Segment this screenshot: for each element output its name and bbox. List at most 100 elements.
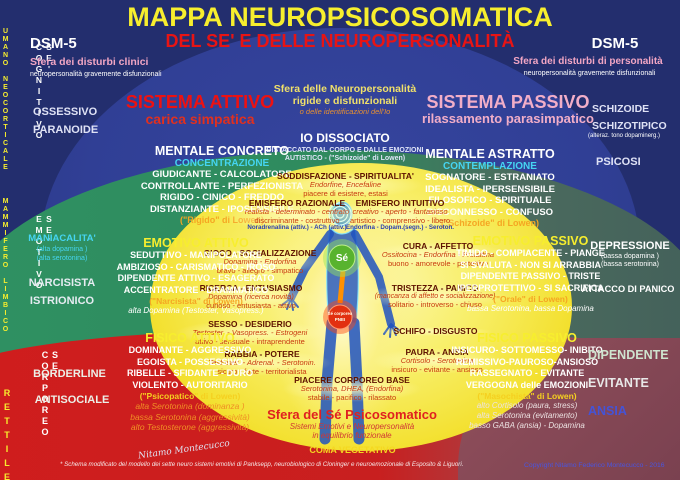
fisico-attivo-trait: DOMINANTE - AGGRESSIVO xyxy=(128,345,252,355)
disorder-dipendente: DIPENDENTE xyxy=(588,348,669,362)
disorder-evitante: EVITANTE xyxy=(588,376,649,390)
emotion-neuro: Dopamina (ricerca novità) xyxy=(208,292,294,302)
rail-rettile: RETTILE xyxy=(2,388,12,480)
emotivo-passivo-trait: DIPENDENTE PASSIVO - TRISTE xyxy=(460,271,601,281)
emotion-ricerca: RICERCA - ENTUSIASMO Dopamina (ricerca n… xyxy=(185,283,317,310)
emotion-neuro: Noradrenalina (attiv.) - ACh (attiv.) xyxy=(247,223,347,231)
block-mentale-concreto: MENTALE CONCRETO CONCENTRAZIONE GIUDICAN… xyxy=(132,144,312,225)
emotion-title: PAURA - ANSIA xyxy=(405,347,469,357)
emotion-piacere: PIACERE CORPOREO BASE Serotonina, DHEA, … xyxy=(282,375,422,402)
emotion-traits: sicuro - forte - territorialista xyxy=(217,366,307,376)
fisico-attivo-lowen: ("Psicopatico" di Lowen) xyxy=(139,391,241,401)
maniacalita-note1: (alta dopamina ) xyxy=(36,246,88,253)
mentale-concreto-keyword: CONCENTRAZIONE xyxy=(174,158,270,169)
disorder-istrionico: ISTRIONICO xyxy=(29,295,95,307)
copyright: Copyright Nitamo Federico Montecucco - 2… xyxy=(524,462,665,469)
neuro-sphere-l3: o delle identificazioni dell'Io xyxy=(299,107,391,116)
emotivo-attivo-lowen: ("Narcisista" di Lowen) xyxy=(149,296,243,306)
fisico-passivo-trait: REMISSIVO-PAUROSO-ANSIOSO xyxy=(455,356,599,367)
emotion-neuro: Dopamina - Endorfina xyxy=(223,257,297,267)
emotion-schifo: SCHIFO - DISGUSTO xyxy=(378,326,493,337)
mentale-astratto-trait: FILOSOFICO - SPIRITUALE xyxy=(428,195,552,206)
mentale-concreto-trait: DISTANZIANTE - IPOSENSIBILE xyxy=(150,203,294,215)
emotion-title: EMISFERO RAZIONALE xyxy=(248,198,346,208)
psycho-sphere-l2: in equilibrio funzionale xyxy=(312,431,392,440)
emotion-soddisfazione: SODDISFAZIONE - SPIRITUALITA' Endorfine,… xyxy=(268,171,423,198)
se-label: Sé xyxy=(336,253,349,264)
depressione-note1: (bassa dopamina ) xyxy=(601,253,659,260)
emotivo-attivo-trait: AMBIZIOSO - CARISMATICO - IROSO xyxy=(116,261,276,272)
emotivo-passivo-title: EMOTIVO PASSIVO xyxy=(472,234,589,248)
fisico-attivo-trait: VIOLENTO - AUTORITARIO xyxy=(132,379,248,390)
emotion-neuro: Endorfine, Encefaline xyxy=(309,180,382,190)
emotion-rabbia: RABBIA - POTERE Testoster. - Adrenal. - … xyxy=(192,349,332,376)
emotion-paura: PAURA - ANSIA Cortisolo - Serotonina ins… xyxy=(372,347,502,374)
rail-umano-neocorticale: UMANO NEOCORTICALE xyxy=(2,28,9,172)
disorder-maniacalita: MANIACALITA' xyxy=(28,233,96,244)
fisico-attivo-trait: RIBELLE - SFIDANTE - DURO xyxy=(127,368,253,378)
maniacalita-note2: (alta serotonina) xyxy=(36,255,88,262)
sistema-passivo-title: SISTEMA PASSIVO xyxy=(426,92,590,112)
fisico-passivo-trait: INSICURO- SOTTOMESSO- INIBITO xyxy=(451,345,603,355)
block-mentale-astratto: MENTALE ASTRATTO CONTEMPLAZIONE SOGNATOR… xyxy=(400,147,580,228)
emotion-title: SODDISFAZIONE - SPIRITUALITA' xyxy=(277,171,414,181)
emotion-title: PIACERE CORPOREO BASE xyxy=(294,375,410,385)
se-corporeo-label: Sé corporeo xyxy=(328,311,353,316)
mentale-astratto-keyword: CONTEMPLAZIONE xyxy=(443,161,537,172)
emotion-tristezza: TRISTEZZA - PANICO (mancanza di affetto … xyxy=(360,283,510,310)
mentale-concreto-trait: RIGIDO - CINICO - FREDDO xyxy=(159,192,285,203)
sistema-passivo-sub: rilassamento parasimpatico xyxy=(422,111,594,126)
page-title: MAPPA NEUROPSICOSOMATICA xyxy=(127,2,553,32)
mentale-astratto-lowen: ("Schizoide" di Lowen) xyxy=(440,218,540,228)
fisico-attivo-neuro: alta Serotonina (dominanza ) xyxy=(135,401,245,411)
dsm5-left-note: neuropersonalità gravemente disfunzional… xyxy=(30,71,162,78)
emotion-title: EMISFERO INTUITIVO xyxy=(355,198,445,208)
io-dissociato-l2: AUTISTICO - ("Schizoide" di Lowen) xyxy=(284,155,406,162)
depressione-note2: (bassa serotonina) xyxy=(601,261,659,268)
footnote: * Schema modificato del modello dei sett… xyxy=(60,461,464,468)
emotion-traits: discriminante - costruttivo xyxy=(254,215,340,225)
fisico-passivo-trait: RASSEGNATO - EVITANTE xyxy=(469,368,585,378)
emotion-title: RABBIA - POTERE xyxy=(224,349,300,359)
emotivo-attivo-trait: ACCENTRATORE - DRAMMATICO xyxy=(123,284,269,295)
emotivo-passivo-trait: IPERPROTETTIVO - SI SACRIFICA xyxy=(457,282,604,293)
emotivo-attivo-trait: DIPENDENTE ATTIVO - ESAGERATO xyxy=(117,273,275,283)
emotion-title: TRISTEZZA - PANICO xyxy=(391,283,479,293)
disorder-schizotipico-note: (alteraz. tono dopaminerg.) xyxy=(588,133,661,139)
emotion-gioco: GIOCO - SOCIALIZZAZIONE Dopamina - Endor… xyxy=(195,248,325,275)
disorder-schizotipico: SCHIZOTIPICO xyxy=(592,120,667,132)
emotivo-attivo-title: EMOTIVO ATTIVO xyxy=(143,236,249,250)
emotion-traits: buono - amorevole - protettivo xyxy=(387,258,489,268)
fisico-passivo-neuro: alta Serotonina (evitamento) xyxy=(476,411,578,420)
rail-se-emotivo: SE' EMOTIVO xyxy=(34,214,54,291)
pnei-label: PNEI xyxy=(335,317,346,322)
sistema-attivo-title: SISTEMA ATTIVO xyxy=(125,92,275,112)
emotion-neuro: Testoster. - Vasopress. - Estrogeni xyxy=(192,328,308,338)
dsm5-right-note: neuropersonalità gravemente disfunzional… xyxy=(523,70,656,77)
block-fisico-attivo: FISICO ATTIVO DOMINANTE - AGGRESSIVO EGO… xyxy=(95,331,285,433)
coma-vegetativo-label: COMA VEGETATIVO xyxy=(309,445,396,455)
block-fisico-passivo: FISICO PASSIVO INSICURO- SOTTOMESSO- INI… xyxy=(432,331,622,431)
psycho-sphere-title: Sfera del Sé Psicosomatico xyxy=(267,407,437,422)
emotion-cura: CURA - AFFETTO Ossitocina - Endorfina - … xyxy=(368,241,508,268)
mentale-astratto-trait: IDEALISTA - IPERSENSIBILE xyxy=(425,183,555,195)
emotion-emisfero-intuitivo: EMISFERO INTUITIVO creativo - aperto - f… xyxy=(330,198,470,232)
emotion-neuro: Serotonina, DHEA, (Endorfina) xyxy=(300,384,404,394)
neuro-sphere-l2: rigide e disfunzionali xyxy=(292,95,398,107)
disorder-ansia: ANSIA xyxy=(588,404,627,418)
mentale-concreto-trait: CONTROLLANTE - PERFEZIONISTA xyxy=(140,180,304,192)
se-corporeo-circle xyxy=(327,304,353,330)
emotion-traits: curioso - entusiasta - attivo xyxy=(206,300,296,310)
dsm5-right-title: DSM-5 xyxy=(591,35,639,52)
fisico-passivo-lowen: ("Masochista" di Lowen) xyxy=(477,391,577,401)
disorder-paranoide: PARANOIDE xyxy=(33,124,99,136)
fisico-passivo-trait: VERGOGNA delle EMOZIONI xyxy=(465,379,589,390)
emotion-traits: insicuro - evitante - ansioso xyxy=(391,364,483,374)
disorder-narcisista: NARCISISTA xyxy=(28,277,96,289)
fisico-attivo-neuro: bassa Serotonina (aggressività) xyxy=(130,411,250,422)
emotion-neuro: Cortisolo - Serotonina xyxy=(400,356,474,366)
fisico-passivo-title: FISICO PASSIVO xyxy=(477,331,577,345)
emotion-title: GIOCO - SOCIALIZZAZIONE xyxy=(203,248,317,258)
emotivo-passivo-neuro: bassa Serotonina, bassa Dopamina xyxy=(467,304,594,313)
